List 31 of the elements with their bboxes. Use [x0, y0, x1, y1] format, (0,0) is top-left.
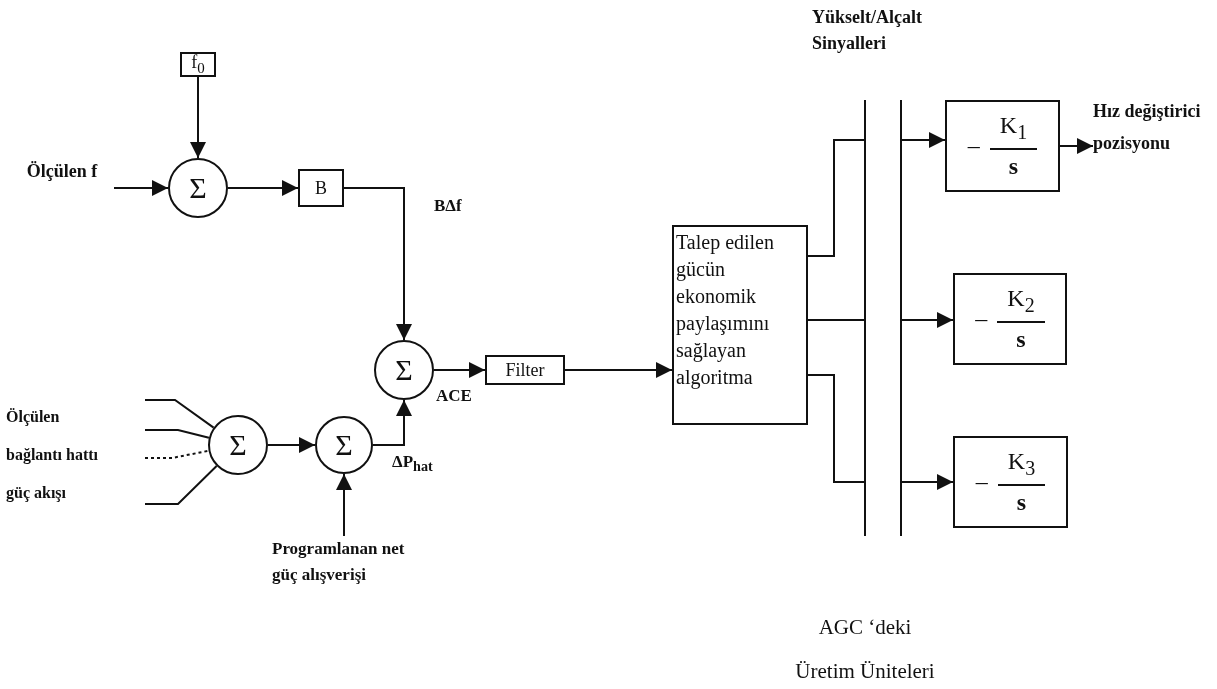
gain-block: f$_{0}$ — [180, 52, 216, 77]
arrow — [343, 187, 412, 341]
transfer-function-block: – K$_{1}$ s — [945, 100, 1060, 192]
summing-junction: Σ — [315, 416, 373, 474]
arrow — [901, 312, 954, 328]
summing-junction: Σ — [374, 340, 434, 400]
arrow — [901, 474, 954, 490]
signal-label: Ölçülen f — [24, 150, 114, 234]
gain-block: B — [298, 169, 344, 207]
arrow — [113, 180, 169, 196]
process-box: Talep edilen gücün ekonomik paylaşımını sağlayan algoritma — [672, 225, 808, 425]
arrow — [267, 437, 316, 453]
transfer-function-block: – K$_{3}$ s — [953, 436, 1068, 528]
signal-label: Ölçülen bağlantı hattı güç akışı — [6, 398, 145, 508]
signal-label: Hız değiştirici pozisyonu — [1093, 95, 1203, 195]
caption-text: AGC ‘deki Üretim Üniteleri — [795, 614, 935, 685]
bus-label: Yükselt/Alçalt Sinyalleri — [812, 6, 923, 55]
transfer-function-block: – K$_{2}$ s — [953, 273, 1067, 365]
arrow — [336, 473, 352, 537]
arrow — [227, 180, 299, 196]
arrow — [901, 132, 946, 148]
filter-block: Filter — [485, 355, 565, 385]
summing-junction: Σ — [208, 415, 268, 475]
arrow — [190, 76, 206, 159]
summing-junction: Σ — [168, 158, 228, 218]
arrow — [564, 362, 673, 378]
signal-bus — [864, 100, 902, 536]
arrow — [433, 362, 486, 378]
arrow — [1059, 138, 1094, 154]
signal-label: Programlanan net güç alışverişi — [272, 536, 432, 592]
arrow — [372, 399, 412, 446]
